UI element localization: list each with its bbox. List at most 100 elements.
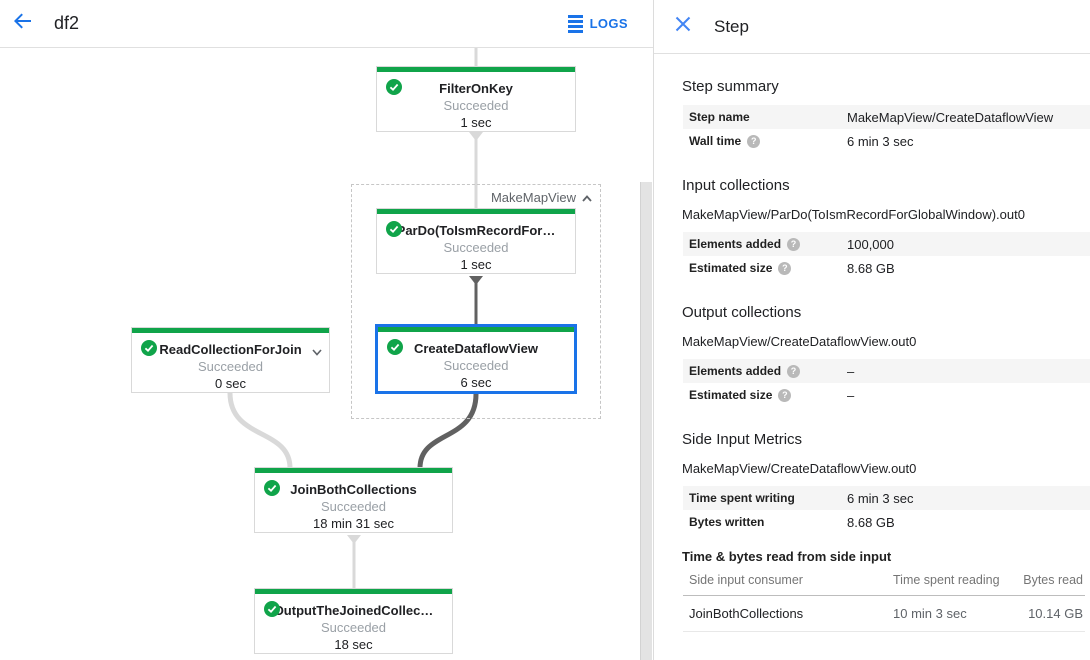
metric-value: 6 min 3 sec <box>847 133 914 149</box>
node-status: Succeeded <box>320 620 387 635</box>
help-icon[interactable]: ? <box>778 261 792 275</box>
metric-label: Wall time <box>689 134 742 148</box>
metric-label: Step name <box>689 110 750 124</box>
node-status-bar <box>255 468 452 473</box>
group-header[interactable]: MakeMapView <box>491 190 592 205</box>
node-status: Succeeded <box>197 359 264 374</box>
node-status-bar <box>377 67 575 72</box>
graph-node-pardo-toismrecord[interactable]: ParDo(ToIsmRecordFor… Succeeded 1 sec <box>376 208 576 274</box>
metric-value: 6 min 3 sec <box>847 490 914 506</box>
section-heading-step-summary: Step summary <box>682 78 779 95</box>
column-header: Bytes read <box>1007 566 1085 596</box>
panel-body: Step summary Step name MakeMapView/Creat… <box>654 54 1090 660</box>
node-title: ParDo(ToIsmRecordFor… <box>396 223 556 238</box>
help-icon[interactable]: ? <box>747 134 761 148</box>
panel-title: Step <box>714 16 749 36</box>
collection-name: MakeMapView/ParDo(ToIsmRecordForGlobalWi… <box>682 207 1025 222</box>
logs-icon <box>567 14 583 33</box>
metric-label: Estimated size <box>689 388 773 402</box>
node-title: ReadCollectionForJoin <box>159 342 302 357</box>
collection-name: MakeMapView/CreateDataflowView.out0 <box>682 334 917 349</box>
succeeded-check-icon <box>387 339 403 355</box>
graph-node-outputthejoinedcollection[interactable]: OutputTheJoinedCollec… Succeeded 18 sec <box>254 588 453 654</box>
node-title: CreateDataflowView <box>413 341 539 356</box>
metric-label: Time spent writing <box>689 491 795 505</box>
metric-row: Estimated size? – <box>683 383 1090 407</box>
node-status-bar <box>378 327 574 332</box>
pipeline-graph: MakeMapView FilterOnKey Succeeded 1 sec … <box>0 48 653 660</box>
section-heading-input-collections: Input collections <box>682 177 790 194</box>
bytes-read-cell: 10.14 GB <box>1007 595 1085 632</box>
group-label: MakeMapView <box>490 190 576 205</box>
makemapview-group: MakeMapView <box>351 184 601 419</box>
metric-row: Time spent writing 6 min 3 sec <box>683 486 1090 510</box>
metric-row: Elements added? – <box>683 359 1090 383</box>
step-summary-rows: Step name MakeMapView/CreateDataflowView… <box>682 105 1090 153</box>
node-status: Succeeded <box>443 98 509 113</box>
metric-label: Elements added <box>689 364 782 378</box>
node-status: Succeeded <box>443 240 509 255</box>
node-time: 18 sec <box>334 637 373 652</box>
back-button[interactable] <box>0 0 46 48</box>
succeeded-check-icon <box>386 79 402 95</box>
arrow-left-icon <box>14 12 32 35</box>
node-time: 18 min 31 sec <box>313 516 394 531</box>
metric-row: Elements added? 100,000 <box>683 232 1090 256</box>
graph-node-filteronkey[interactable]: FilterOnKey Succeeded 1 sec <box>376 66 576 132</box>
metric-label: Elements added <box>689 237 782 251</box>
node-time: 1 sec <box>460 257 492 272</box>
side-input-metrics-rows: Time spent writing 6 min 3 sec Bytes wri… <box>682 486 1090 534</box>
time-spent-reading-cell: 10 min 3 sec <box>887 595 1007 632</box>
metric-value: – <box>847 387 855 403</box>
succeeded-check-icon <box>264 601 280 617</box>
metric-label: Estimated size <box>689 261 773 275</box>
metric-row: Bytes written 8.68 GB <box>683 510 1090 534</box>
side-input-consumer-table: Side input consumer Time spent reading B… <box>683 566 1085 632</box>
chevron-down-icon[interactable] <box>312 343 322 361</box>
node-time: 1 sec <box>460 115 492 130</box>
job-title: df2 <box>54 13 80 33</box>
panel-header: Step <box>654 0 1090 54</box>
collection-name: MakeMapView/CreateDataflowView.out0 <box>682 461 917 476</box>
logs-button[interactable]: LOGS <box>567 14 628 33</box>
metric-value: MakeMapView/CreateDataflowView <box>847 109 1054 125</box>
output-collections-rows: Elements added? – Estimated size? – <box>682 359 1090 407</box>
node-status-bar <box>255 589 452 594</box>
node-status-bar <box>132 328 329 333</box>
logs-label: LOGS <box>589 16 628 31</box>
node-title: JoinBothCollections <box>290 482 417 497</box>
side-input-consumer-cell: JoinBothCollections <box>683 595 887 632</box>
top-bar: df2 LOGS <box>0 0 653 48</box>
metric-row: Step name MakeMapView/CreateDataflowView <box>683 105 1090 129</box>
metric-row: Estimated size? 8.68 GB <box>683 256 1090 280</box>
succeeded-check-icon <box>141 340 157 356</box>
node-status-bar <box>377 209 575 214</box>
metric-row: Wall time? 6 min 3 sec <box>683 129 1090 153</box>
node-status: Succeeded <box>320 499 387 514</box>
graph-node-joinbothcollections[interactable]: JoinBothCollections Succeeded 18 min 31 … <box>254 467 453 533</box>
table-header-row: Side input consumer Time spent reading B… <box>683 566 1085 596</box>
step-details-panel: Step Step summary Step name MakeMapView/… <box>653 0 1090 660</box>
node-title: FilterOnKey <box>439 81 513 96</box>
metric-value: 8.68 GB <box>847 260 895 276</box>
help-icon[interactable]: ? <box>787 364 801 378</box>
graph-node-readcollectionforjoin[interactable]: ReadCollectionForJoin Succeeded 0 sec <box>131 327 330 393</box>
close-button[interactable] <box>654 0 712 54</box>
close-icon <box>675 16 691 37</box>
node-time: 6 sec <box>460 375 492 390</box>
table-row: JoinBothCollections 10 min 3 sec 10.14 G… <box>683 595 1085 632</box>
input-collections-rows: Elements added? 100,000 Estimated size? … <box>682 232 1090 280</box>
graph-edges <box>227 48 483 589</box>
metric-value: 100,000 <box>847 236 894 252</box>
column-header: Time spent reading <box>887 566 1007 596</box>
chevron-up-icon[interactable] <box>582 190 592 205</box>
metric-value: – <box>847 363 855 379</box>
help-icon[interactable]: ? <box>787 237 801 251</box>
graph-node-createdataflowview[interactable]: CreateDataflowView Succeeded 6 sec <box>375 324 577 394</box>
metric-label: Bytes written <box>689 515 765 529</box>
node-status: Succeeded <box>443 358 509 373</box>
column-header: Side input consumer <box>683 566 887 596</box>
help-icon[interactable]: ? <box>778 388 792 402</box>
graph-vertical-scrollbar[interactable] <box>640 182 652 660</box>
